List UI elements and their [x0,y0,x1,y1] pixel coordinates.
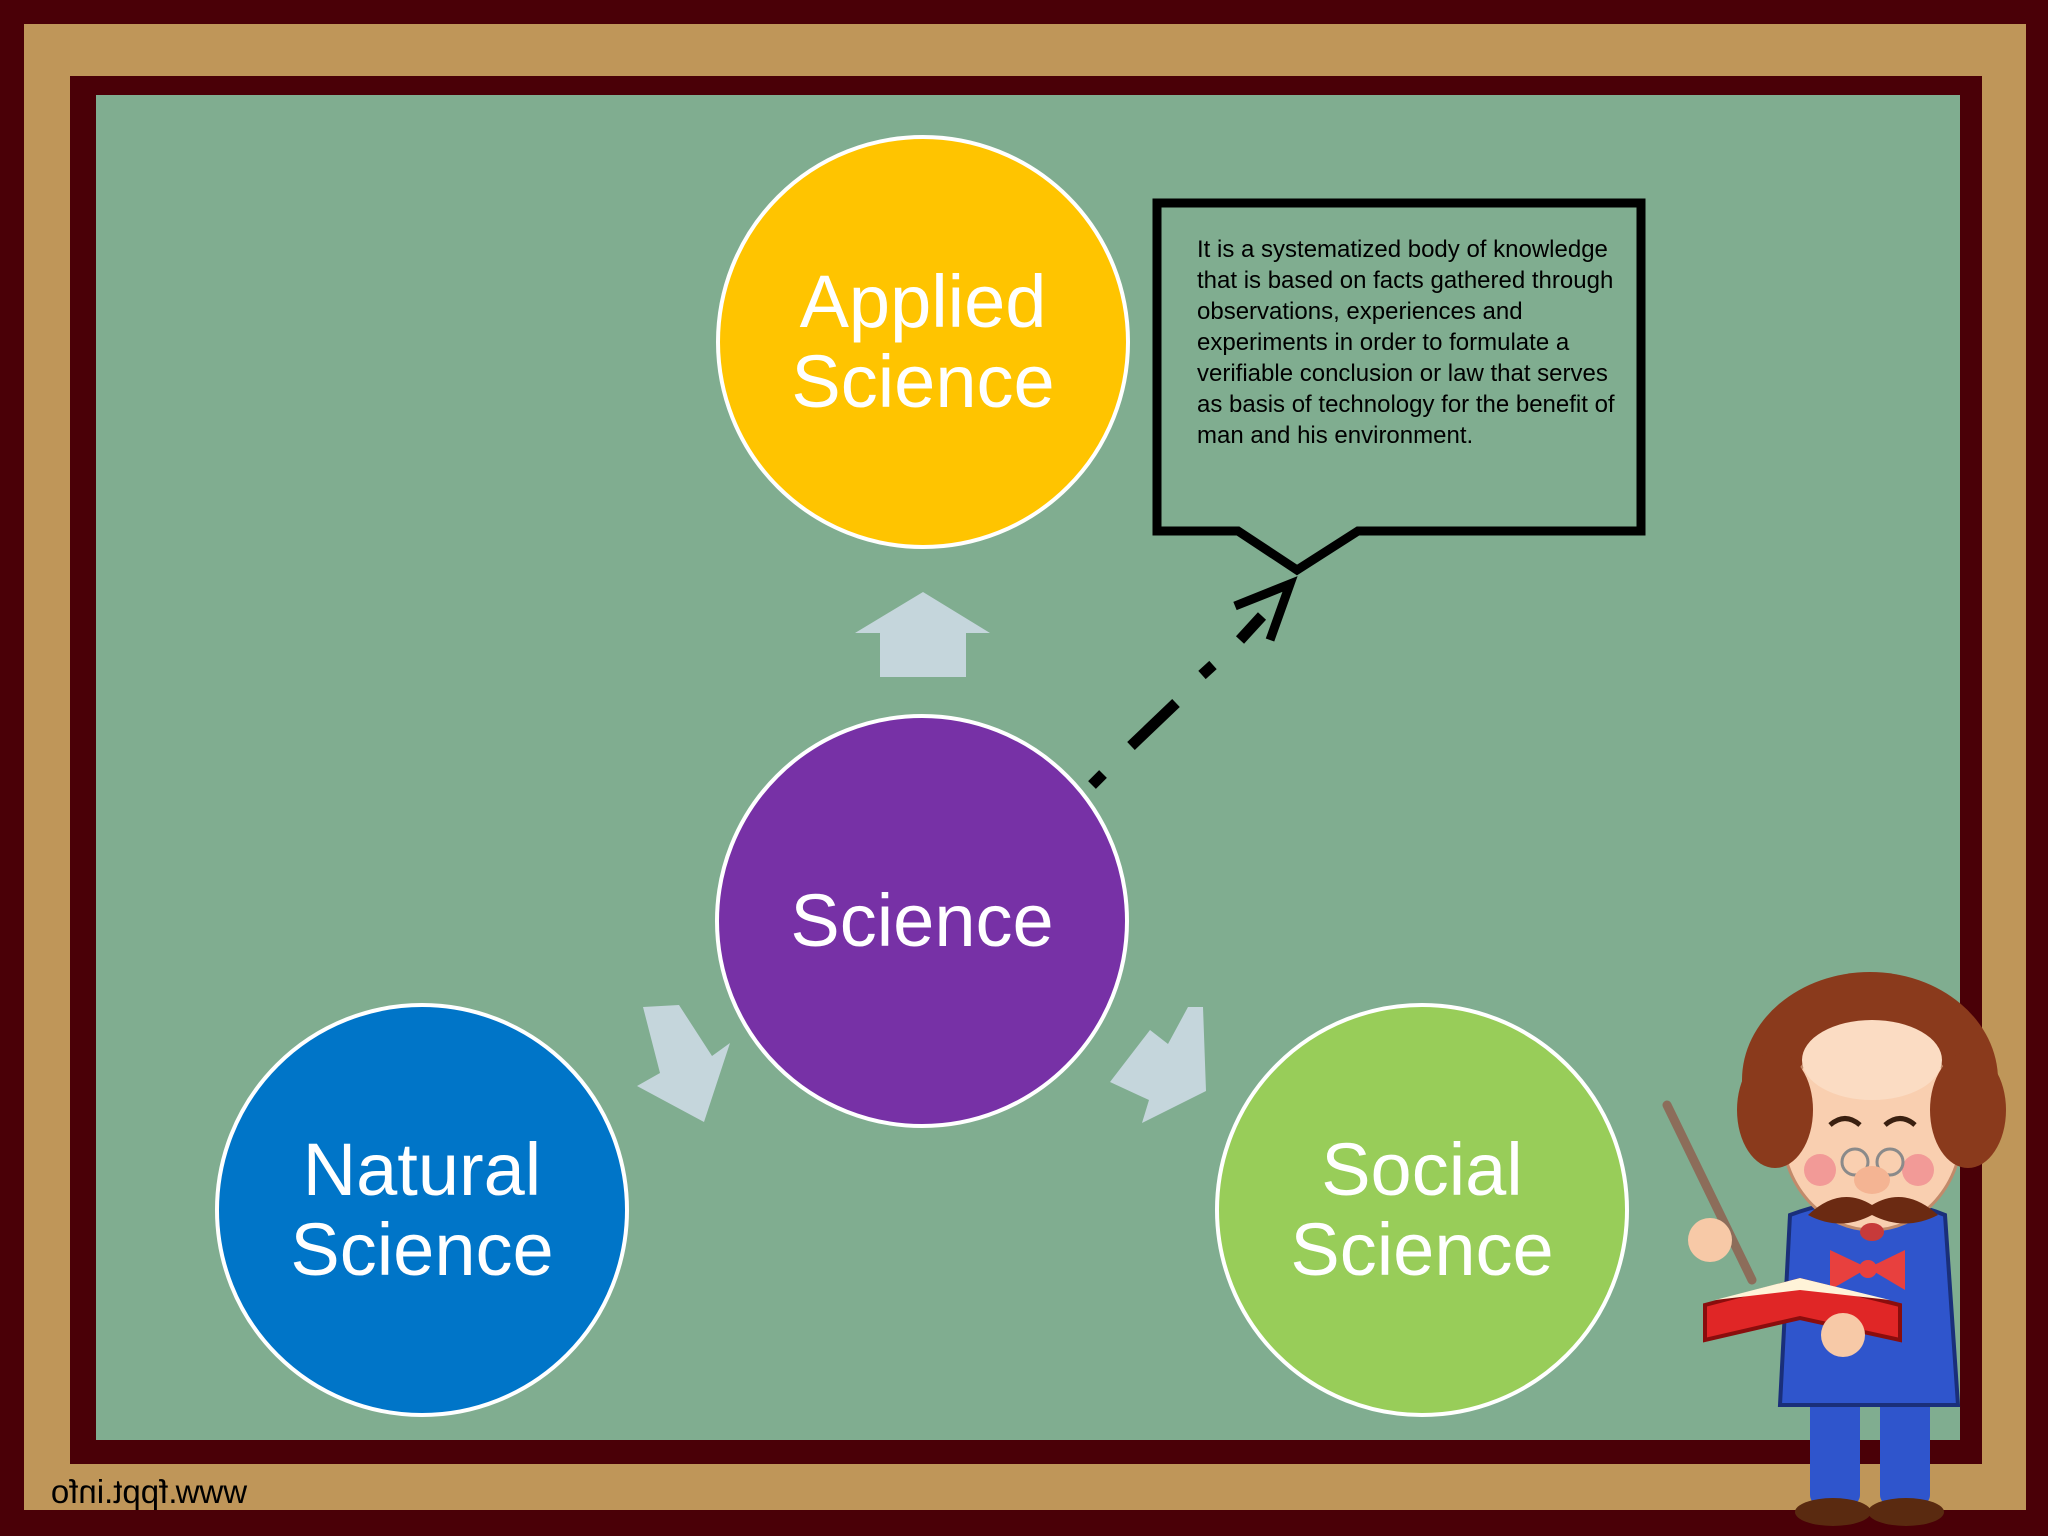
natural-science-label: Natural Science [290,1128,554,1291]
science-center-node: Science [715,714,1129,1128]
science-label: Science [790,879,1054,962]
social-science-label: Social Science [1290,1128,1554,1291]
applied-science-node: Applied Science [716,135,1130,549]
applied-science-label: Applied Science [791,260,1055,423]
natural-science-node: Natural Science [215,1003,629,1417]
watermark-text: www.fppt.info [50,1473,248,1510]
social-science-node: Social Science [1215,1003,1629,1417]
definition-text: It is a systematized body of knowledge t… [1197,236,1615,449]
